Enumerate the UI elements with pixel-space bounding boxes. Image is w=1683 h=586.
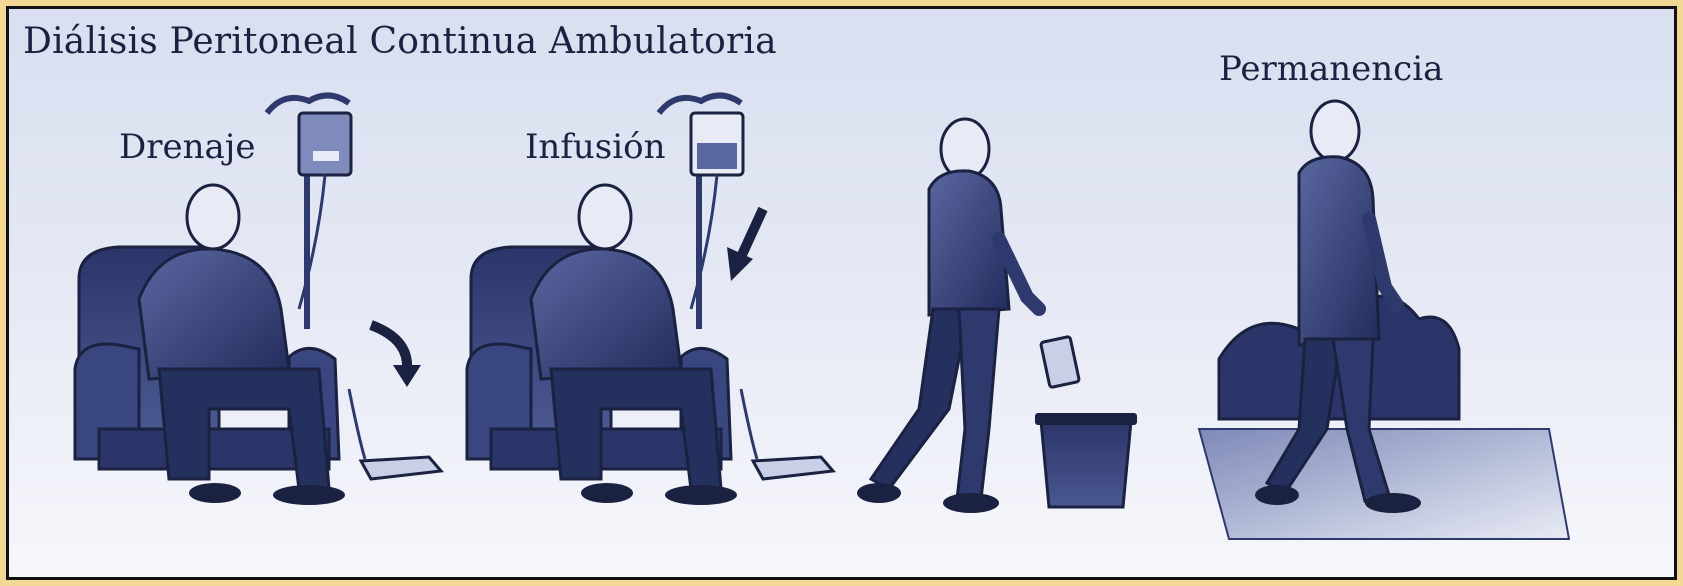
infusion-arrow-icon bbox=[741, 209, 763, 257]
step-discard-scene bbox=[857, 119, 1137, 513]
step-label-infusion: Infusión bbox=[525, 127, 666, 167]
illustration-canvas bbox=[9, 9, 1677, 580]
tube bbox=[691, 175, 717, 309]
drain-arrow-icon bbox=[371, 325, 407, 369]
solution-bag-icon bbox=[299, 113, 351, 175]
drain-bag-icon bbox=[753, 457, 833, 479]
patient-torso bbox=[531, 249, 681, 379]
step-label-drenaje: Drenaje bbox=[119, 127, 255, 167]
patient-head bbox=[187, 185, 239, 249]
used-bag-icon bbox=[1041, 336, 1080, 387]
step-permanencia-scene bbox=[1199, 101, 1569, 539]
illustration-panel: Diálisis Peritoneal Continua Ambulatoria… bbox=[6, 6, 1677, 580]
iv-hook bbox=[267, 95, 349, 113]
patient-torso bbox=[139, 249, 289, 379]
drain-bag-icon bbox=[361, 457, 441, 479]
diagram-title: Diálisis Peritoneal Continua Ambulatoria bbox=[23, 21, 777, 62]
trash-bin-icon bbox=[1041, 421, 1131, 507]
tube bbox=[299, 175, 325, 309]
step-label-permanencia: Permanencia bbox=[1219, 49, 1443, 89]
iv-hook bbox=[659, 95, 741, 113]
patient-head bbox=[1311, 101, 1359, 161]
patient-torso bbox=[1299, 157, 1379, 345]
patient-leg-back bbox=[871, 309, 969, 489]
patient-leg-front bbox=[957, 309, 999, 499]
patient-head bbox=[579, 185, 631, 249]
